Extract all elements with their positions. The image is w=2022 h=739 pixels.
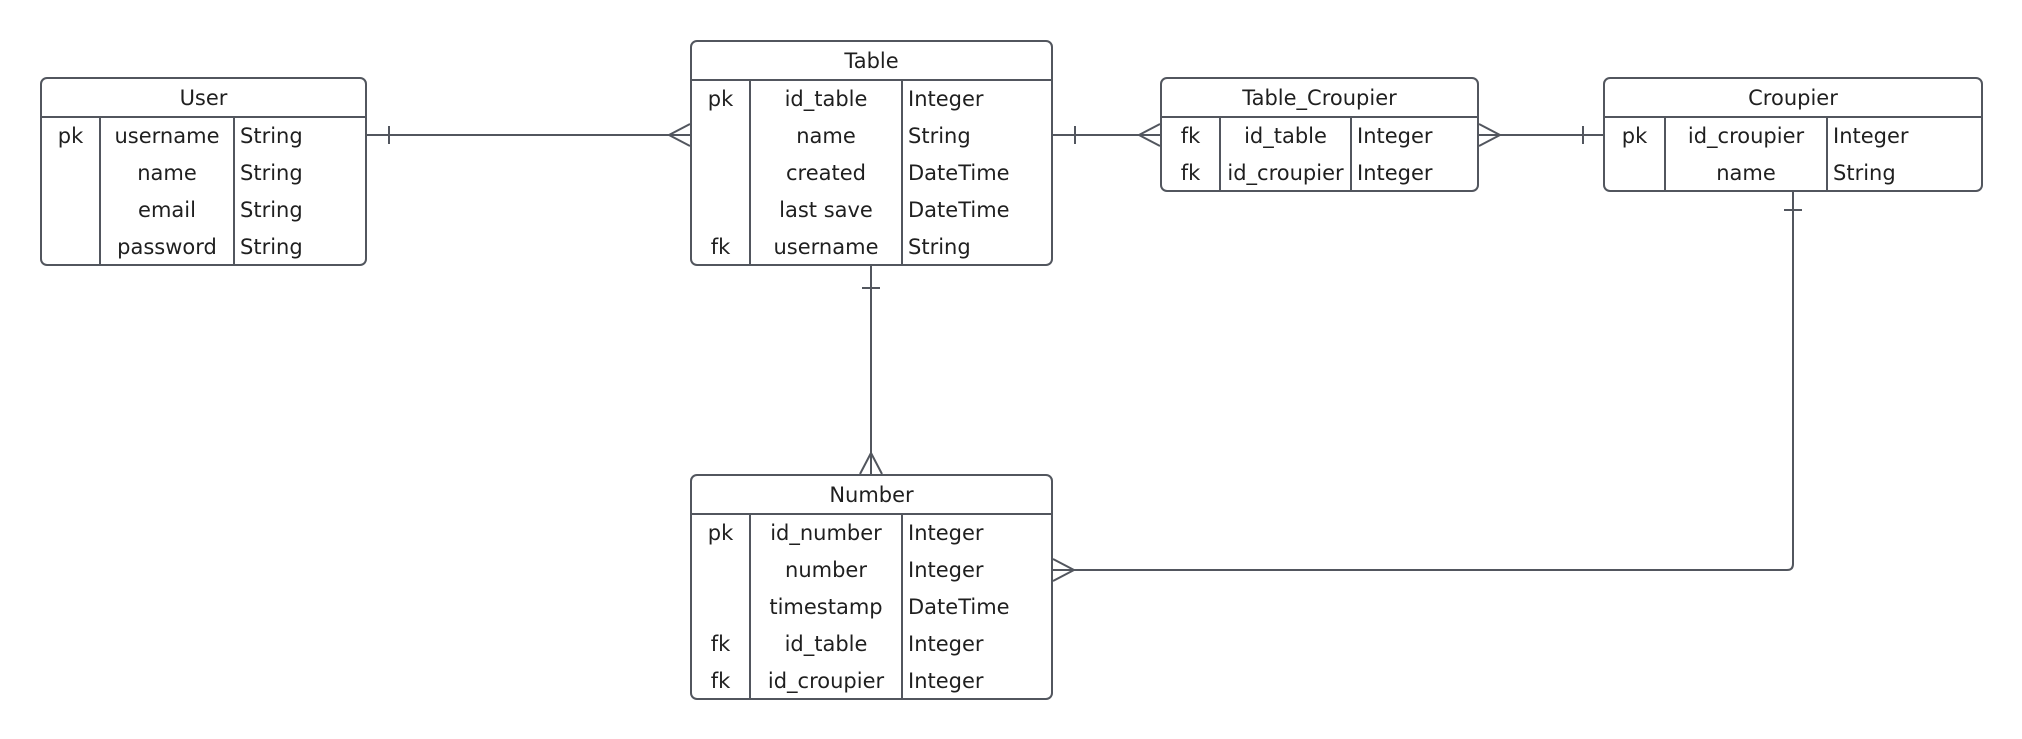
attribute-name: password (101, 229, 235, 264)
attribute-key (42, 155, 101, 192)
attribute-name: username (101, 118, 235, 155)
attribute-type: Integer (908, 632, 984, 656)
attribute-key (692, 118, 751, 155)
attribute-type: String (1833, 161, 1896, 185)
attribute-name: id_table (1221, 118, 1352, 155)
attribute-key: fk (692, 626, 751, 663)
attribute-type: String (240, 198, 303, 222)
attribute-key (42, 192, 101, 229)
entity-title: Number (692, 476, 1051, 515)
entity-attributes: pk id_croupier Integer name String (1605, 118, 1981, 190)
attribute-type: Integer (908, 558, 984, 582)
entity-number[interactable]: Number pk id_number Integer number Integ… (690, 474, 1053, 700)
attribute-type: String (908, 124, 971, 148)
relationship-user-table (367, 123, 691, 147)
attribute-type: Integer (908, 87, 984, 111)
attribute-key (692, 155, 751, 192)
attribute-type: Integer (1357, 161, 1433, 185)
attribute-name: id_croupier (1666, 118, 1828, 155)
attribute-name: name (1666, 155, 1828, 190)
entity-attributes: pk id_number Integer number Integer time… (692, 515, 1051, 698)
attribute-type: Integer (1833, 124, 1909, 148)
attribute-type: String (908, 235, 971, 259)
attribute-key: pk (692, 81, 751, 118)
attribute-type: String (240, 161, 303, 185)
entity-title: Table (692, 42, 1051, 81)
attribute-name: id_table (751, 81, 903, 118)
attribute-name: id_croupier (1221, 155, 1352, 190)
relationship-croupier-number (1052, 192, 1802, 582)
attribute-name: name (101, 155, 235, 192)
attribute-key: pk (42, 118, 101, 155)
attribute-key: fk (1162, 118, 1221, 155)
attribute-key (692, 192, 751, 229)
attribute-key: fk (692, 229, 751, 264)
attribute-name: last save (751, 192, 903, 229)
attribute-name: number (751, 552, 903, 589)
attribute-type: String (240, 235, 303, 259)
attribute-name: username (751, 229, 903, 264)
attribute-name: id_number (751, 515, 903, 552)
attribute-key: fk (1162, 155, 1221, 190)
entity-table-croupier[interactable]: Table_Croupier fk id_table Integer fk id… (1160, 77, 1479, 192)
attribute-key: fk (692, 663, 751, 698)
attribute-type: Integer (1357, 124, 1433, 148)
entity-title: Table_Croupier (1162, 79, 1477, 118)
entity-attributes: pk id_table Integer name String created … (692, 81, 1051, 264)
relationship-table-tablecroupier (1053, 123, 1161, 147)
entity-attributes: fk id_table Integer fk id_croupier Integ… (1162, 118, 1477, 190)
attribute-name: id_croupier (751, 663, 903, 698)
entity-title: User (42, 79, 365, 118)
relationship-croupier-tablecroupier (1478, 123, 1603, 147)
attribute-key (692, 589, 751, 626)
entity-croupier[interactable]: Croupier pk id_croupier Integer name Str… (1603, 77, 1983, 192)
entity-user[interactable]: User pk username String name String emai… (40, 77, 367, 266)
entity-table[interactable]: Table pk id_table Integer name String cr… (690, 40, 1053, 266)
attribute-key: pk (1605, 118, 1666, 155)
attribute-name: timestamp (751, 589, 903, 626)
entity-attributes: pk username String name String email Str… (42, 118, 365, 264)
attribute-key (692, 552, 751, 589)
attribute-type: String (240, 124, 303, 148)
attribute-key: pk (692, 515, 751, 552)
attribute-name: email (101, 192, 235, 229)
attribute-name: name (751, 118, 903, 155)
attribute-type: Integer (908, 521, 984, 545)
attribute-key (1605, 155, 1666, 190)
relationship-table-number (859, 266, 883, 475)
attribute-key (42, 229, 101, 264)
attribute-type: Integer (908, 669, 984, 693)
attribute-type: DateTime (908, 198, 1010, 222)
entity-title: Croupier (1605, 79, 1981, 118)
attribute-name: created (751, 155, 903, 192)
attribute-name: id_table (751, 626, 903, 663)
attribute-type: DateTime (908, 595, 1010, 619)
attribute-type: DateTime (908, 161, 1010, 185)
